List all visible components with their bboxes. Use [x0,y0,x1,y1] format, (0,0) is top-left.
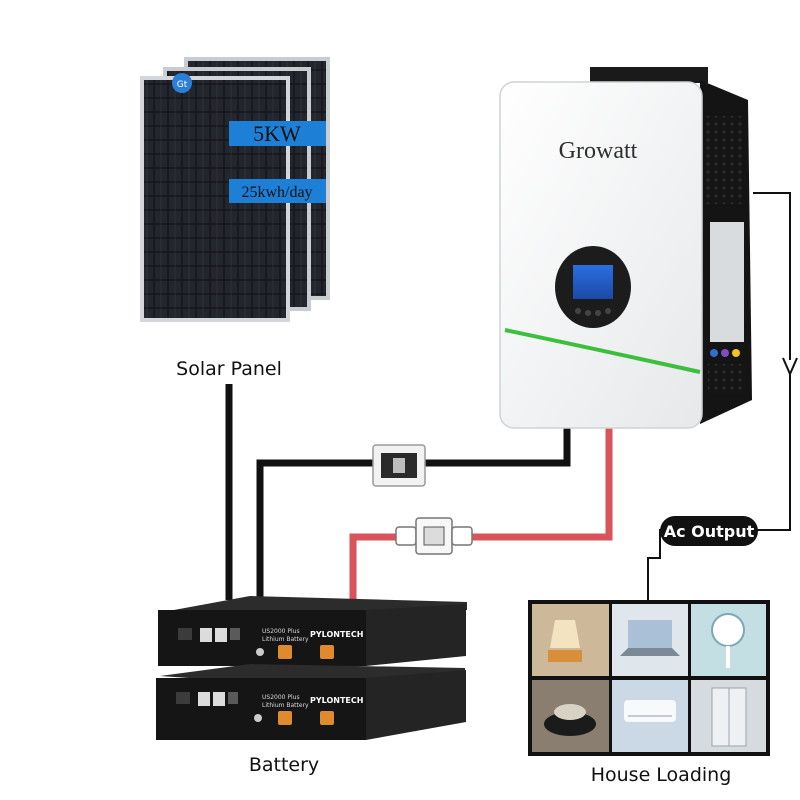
ac-output-arrow-icon [782,357,798,377]
battery-stack: US2000 Plus Lithium Battery PYLONTECH US… [156,596,467,740]
battery-brand-bottom: PYLONTECH [310,696,363,705]
air-conditioner-icon [612,680,688,752]
battery-brand-top: PYLONTECH [310,630,363,639]
power-badge-text: 5KW [253,121,301,146]
energy-badge-text: 25kwh/day [241,184,312,201]
power-badge: 5KW [229,121,326,146]
dc-breaker-red [395,517,473,555]
inverter-stripe [504,328,701,374]
inverter-control-panel [555,246,631,328]
solar-logo-icon: Gt [172,73,192,93]
house-loading-label: House Loading [591,764,732,786]
energy-badge: 25kwh/day [229,179,326,203]
battery-model-top: US2000 Plus [262,628,300,635]
refrigerator-icon [691,680,766,752]
ac-output-label: Ac Output [664,522,755,541]
battery-type-bottom: Lithium Battery [262,702,309,709]
cooktop-icon [532,680,609,752]
battery-module-top: US2000 Plus Lithium Battery PYLONTECH [158,596,467,666]
inverter: Growatt [499,67,752,429]
ac-output-tag: Ac Output [660,516,758,546]
inverter-brand: Growatt [559,138,638,164]
table-lamp-icon [532,604,609,676]
dc-breaker-black [372,444,426,487]
fan-icon [691,604,766,676]
terminal-dots [710,349,740,357]
negative-cable [256,404,571,600]
lcd-screen [573,265,613,299]
ac-output-line [753,192,791,360]
solar-panel-array: Gt 5KW 25kwh/day [140,57,330,322]
solar-panel-label: Solar Panel [176,358,282,380]
svg-text:Gt: Gt [177,80,188,90]
battery-label: Battery [249,754,319,776]
positive-cable [349,418,613,600]
house-feed-line [647,374,791,600]
battery-model-bottom: US2000 Plus [262,694,300,701]
battery-type-top: Lithium Battery [262,636,309,643]
inverter-bracket [590,67,708,83]
battery-module-bottom: US2000 Plus Lithium Battery PYLONTECH [156,664,466,740]
house-loading-grid [528,600,770,756]
laptop-icon [612,604,688,676]
